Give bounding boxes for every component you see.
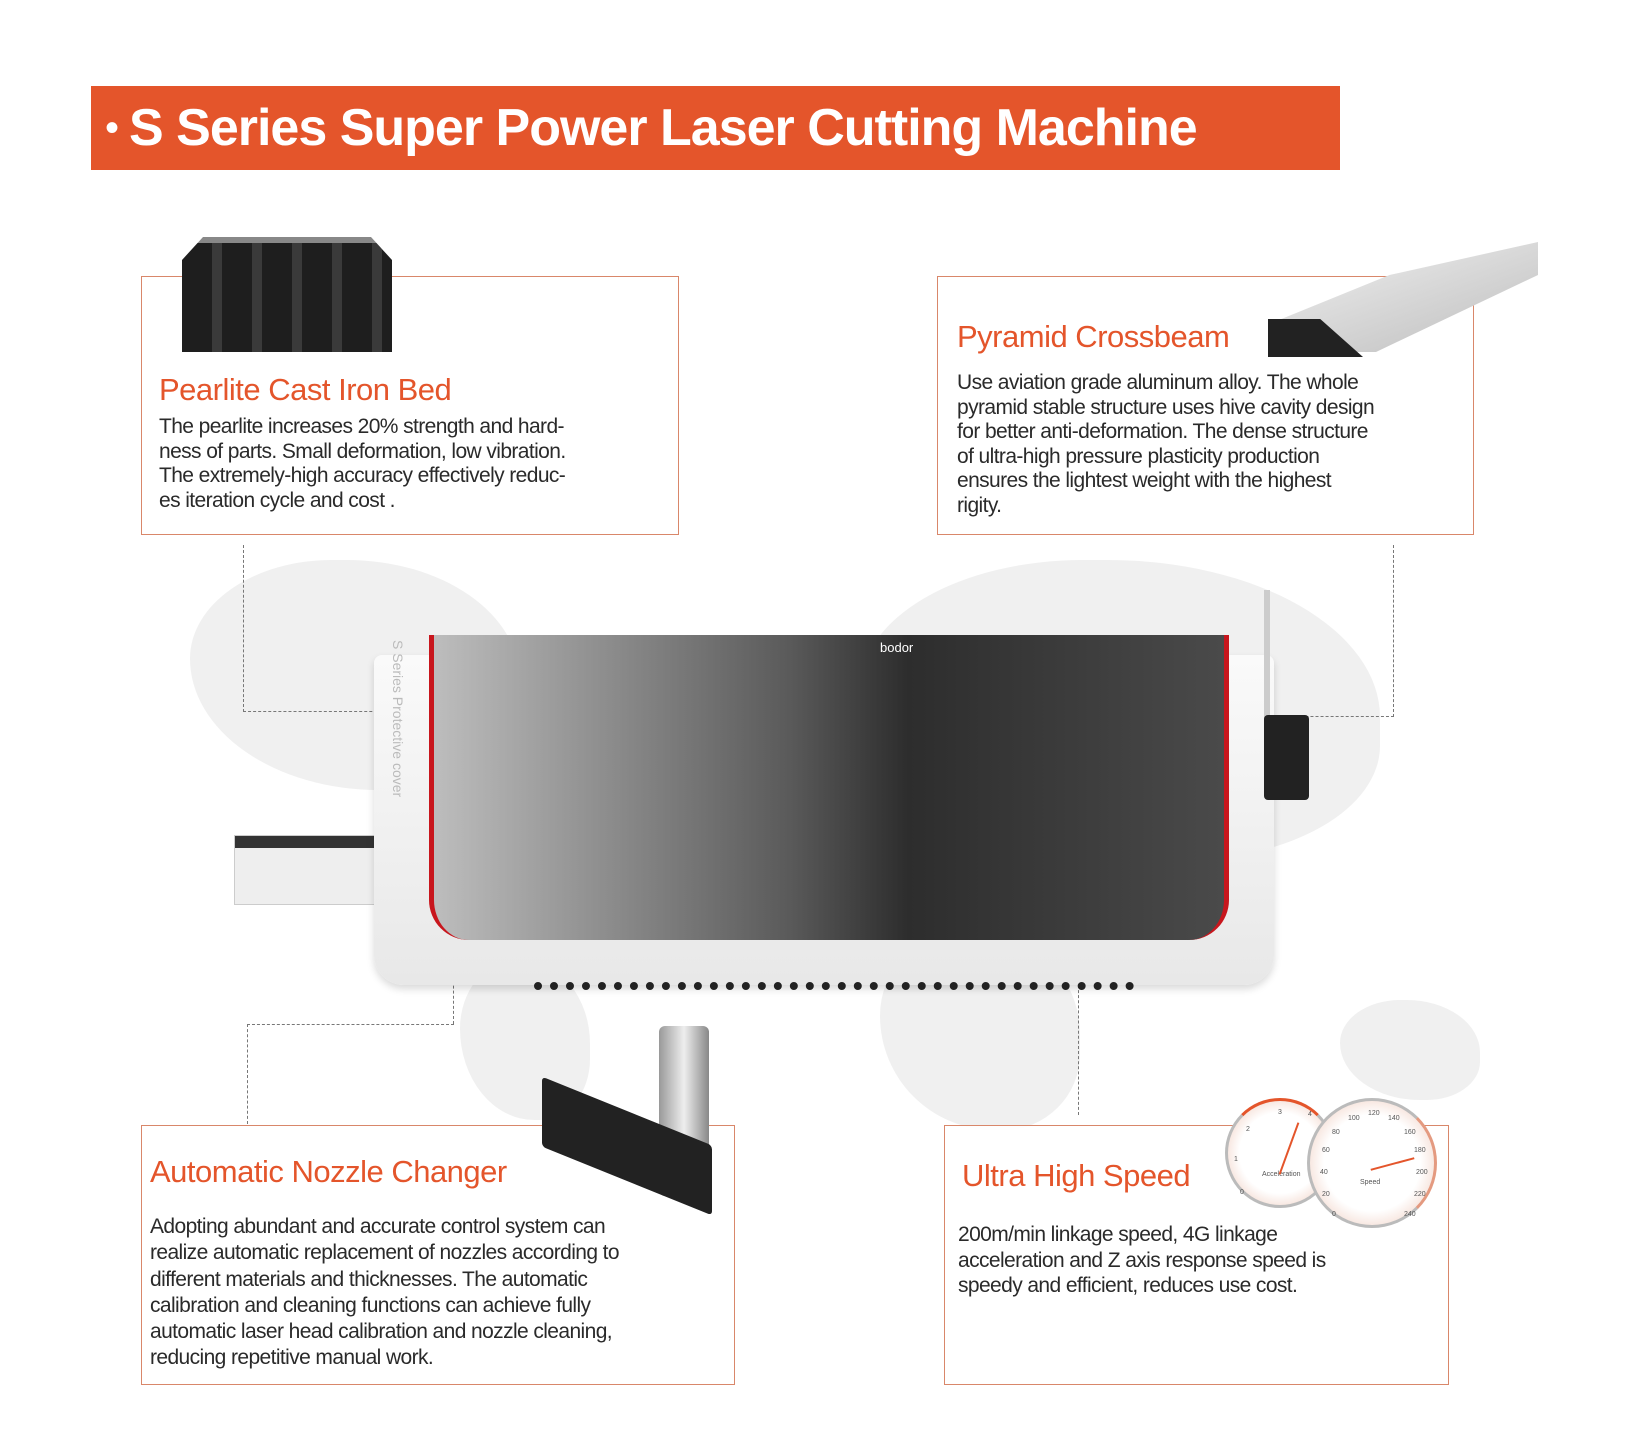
gauge-needle bbox=[1370, 1157, 1415, 1171]
gauge-tick: 3 bbox=[1278, 1109, 1282, 1116]
feature-text-line: rigity. bbox=[957, 493, 1002, 517]
gauge-tick: 60 bbox=[1322, 1147, 1330, 1154]
feature-text-line: reducing repetitive manual work. bbox=[150, 1346, 434, 1370]
feature-text-line: pyramid stable structure uses hive cavit… bbox=[957, 395, 1375, 419]
page-title: S Series Super Power Laser Cutting Machi… bbox=[129, 99, 1198, 157]
feature-title: Pearlite Cast Iron Bed bbox=[159, 372, 452, 407]
feature-card-speed: Acceleration 0 1 2 3 4 Speed 0 20 40 60 … bbox=[944, 1098, 1449, 1385]
feature-text-line: es iteration cycle and cost . bbox=[159, 488, 396, 512]
connector-line bbox=[1240, 545, 1394, 717]
gauge-tick: 20 bbox=[1322, 1191, 1330, 1198]
feature-text-line: Adopting abundant and accurate control s… bbox=[150, 1215, 606, 1238]
gauge-tick: 0 bbox=[1240, 1189, 1244, 1196]
gauge-label: Acceleration bbox=[1262, 1171, 1301, 1178]
feature-card-crossbeam: Pyramid Crossbeam Use aviation grade alu… bbox=[937, 242, 1538, 535]
gauge-tick: 180 bbox=[1414, 1147, 1426, 1154]
feature-text-line: acceleration and Z axis response speed i… bbox=[958, 1248, 1326, 1272]
gauge-needle bbox=[1278, 1122, 1300, 1175]
gauge-tick: 80 bbox=[1332, 1129, 1340, 1136]
machine-feet bbox=[534, 980, 1134, 990]
feature-title: Automatic Nozzle Changer bbox=[150, 1154, 507, 1189]
feature-text-line: different materials and thicknesses. The… bbox=[150, 1267, 588, 1291]
gauge-tick: 100 bbox=[1348, 1115, 1360, 1122]
feature-text-line: The pearlite increases 20% strength and … bbox=[159, 415, 565, 438]
feature-text-line: The extremely-high accuracy effectively … bbox=[159, 464, 566, 487]
gauge-tick: 4 bbox=[1308, 1111, 1312, 1118]
gauge-tick: 140 bbox=[1388, 1115, 1400, 1122]
laser-cutting-machine-image: bodor S Series Protective cover bbox=[234, 590, 1334, 1010]
world-map-australia bbox=[1340, 1000, 1480, 1100]
feature-text-line: calibration and cleaning functions can a… bbox=[150, 1293, 591, 1317]
speed-gauge: Speed 0 20 40 60 80 100 120 140 160 180 … bbox=[1307, 1098, 1437, 1228]
gauge-tick: 160 bbox=[1404, 1129, 1416, 1136]
connector-line bbox=[1078, 985, 1079, 1115]
gauge-tick: 200 bbox=[1416, 1169, 1428, 1176]
gauge-tick: 2 bbox=[1246, 1126, 1250, 1133]
feature-text-line: Use aviation grade aluminum alloy. The w… bbox=[957, 371, 1359, 394]
brand-logo: bodor bbox=[880, 640, 914, 655]
feature-text-line: automatic laser head calibration and noz… bbox=[150, 1320, 613, 1344]
bullet: • bbox=[105, 105, 120, 150]
page-title-banner: • S Series Super Power Laser Cutting Mac… bbox=[91, 86, 1340, 170]
feature-text-line: for better anti-deformation. The dense s… bbox=[957, 420, 1368, 443]
feature-card-nozzle-changer: Automatic Nozzle Changer Adopting abunda… bbox=[141, 1026, 735, 1385]
feature-card-cast-iron-bed: Pearlite Cast Iron Bed The pearlite incr… bbox=[141, 237, 679, 535]
feature-text-line: of ultra-high pressure plasticity produc… bbox=[957, 444, 1320, 468]
control-screen bbox=[1264, 715, 1309, 800]
gauge-tick: 1 bbox=[1234, 1156, 1238, 1163]
gauge-tick: 0 bbox=[1332, 1211, 1336, 1218]
feature-text-line: 200m/min linkage speed, 4G linkage bbox=[958, 1223, 1278, 1246]
feature-title: Pyramid Crossbeam bbox=[957, 319, 1230, 354]
gauge-tick: 240 bbox=[1404, 1211, 1416, 1218]
control-panel bbox=[1264, 590, 1270, 720]
machine-glass-cover bbox=[429, 635, 1229, 940]
feature-text-line: realize automatic replacement of nozzles… bbox=[150, 1241, 620, 1265]
gauge-tick: 120 bbox=[1368, 1110, 1380, 1117]
gauge-tick: 220 bbox=[1414, 1191, 1426, 1198]
side-text: S Series Protective cover bbox=[390, 640, 406, 798]
gauge-tick: 40 bbox=[1320, 1169, 1328, 1176]
feature-text-line: speedy and efficient, reduces use cost. bbox=[958, 1274, 1298, 1297]
connector-line bbox=[247, 1024, 454, 1124]
feature-text-line: ness of parts. Small deformation, low vi… bbox=[159, 439, 566, 463]
feature-title: Ultra High Speed bbox=[962, 1158, 1191, 1193]
feature-text-line: ensures the lightest weight with the hig… bbox=[957, 469, 1332, 492]
gauge-label: Speed bbox=[1360, 1179, 1381, 1186]
exchange-table bbox=[234, 835, 384, 905]
cast-iron-bed-image bbox=[182, 237, 392, 352]
connector-line bbox=[243, 545, 443, 712]
